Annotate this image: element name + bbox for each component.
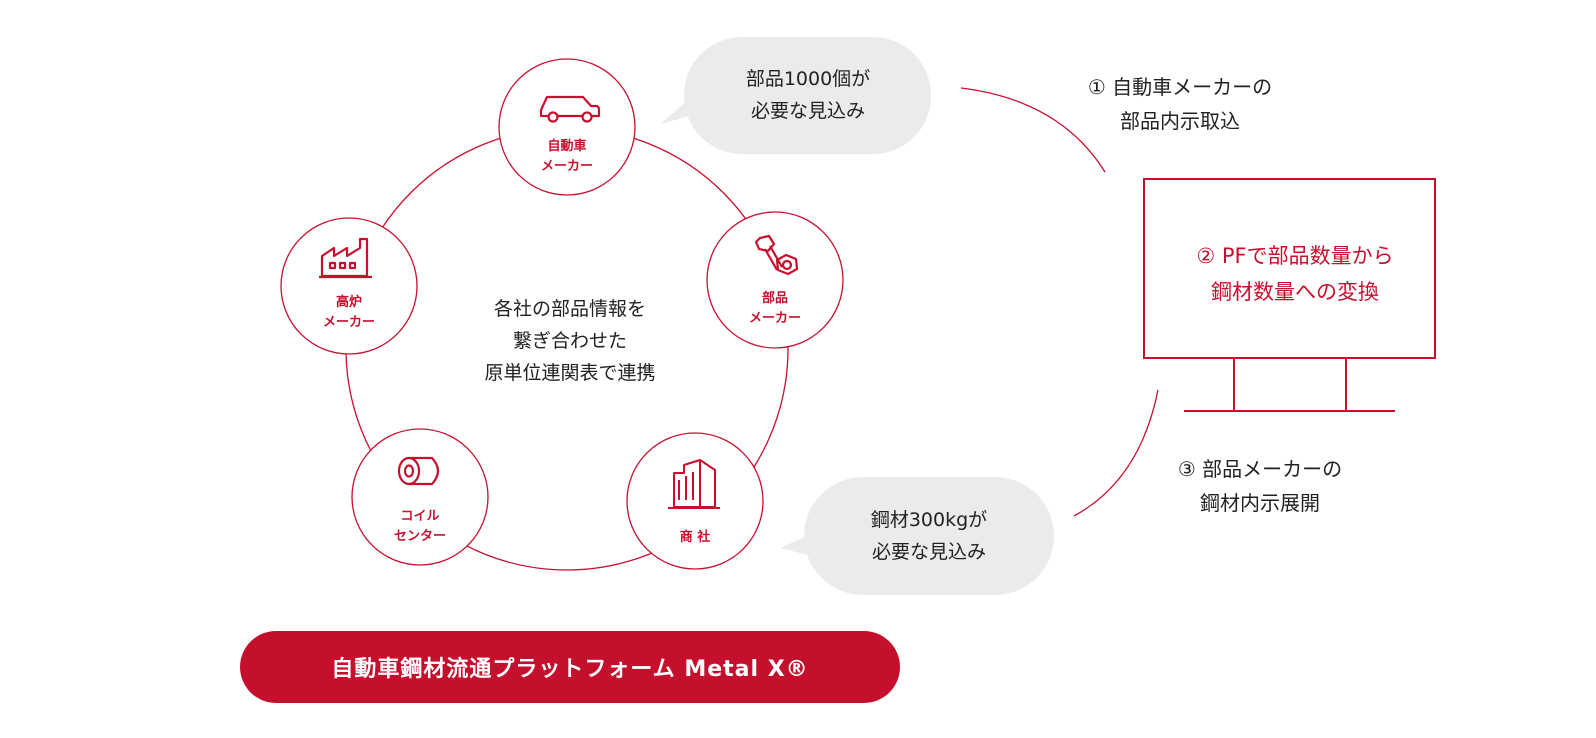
step1-text: ① 自動車メーカーの 部品内示取込 bbox=[1030, 70, 1330, 138]
node-auto-circle bbox=[498, 58, 636, 196]
flow-arc-top bbox=[960, 87, 1106, 173]
center-line2: 繋ぎ合わせた bbox=[512, 330, 627, 352]
node-trader-circle bbox=[626, 432, 764, 570]
step1-line2: 部品内示取込 bbox=[1120, 109, 1240, 133]
bubble-bottom bbox=[780, 477, 1054, 595]
factory-icon bbox=[319, 237, 372, 279]
bubble-bottom-line1: 鋼材300kgが bbox=[870, 509, 988, 531]
node-auto-line1: 自動車 bbox=[547, 139, 587, 154]
building-icon bbox=[668, 459, 720, 509]
bolt-nut-icon bbox=[754, 234, 799, 276]
step3-line1: ③ 部品メーカーの bbox=[1177, 457, 1343, 481]
flow-arc-bottom bbox=[1073, 389, 1159, 517]
node-trader-label: 商 社 bbox=[645, 528, 745, 548]
bubble-bottom-text: 鋼材300kgが 必要な見込み bbox=[814, 504, 1044, 568]
step2-line1: ② PFで部品数量から bbox=[1196, 244, 1394, 268]
bubble-bottom-line2: 必要な見込み bbox=[871, 541, 986, 563]
bubble-top-text: 部品1000個が 必要な見込み bbox=[694, 63, 922, 127]
node-blast-line2: メーカー bbox=[322, 315, 375, 330]
node-coil-line2: センター bbox=[393, 529, 446, 544]
bubble-top-line1: 部品1000個が bbox=[745, 68, 871, 90]
node-coil-label: コイル センター bbox=[370, 507, 470, 547]
center-description: 各社の部品情報を 繋ぎ合わせた 原単位連関表で連携 bbox=[440, 293, 700, 389]
node-auto-label: 自動車 メーカー bbox=[517, 137, 617, 177]
step1-line1: ① 自動車メーカーの bbox=[1087, 75, 1273, 99]
car-icon bbox=[539, 95, 601, 123]
node-coil-line1: コイル bbox=[400, 509, 440, 524]
node-blast-line1: 高炉 bbox=[335, 295, 362, 310]
step3-text: ③ 部品メーカーの 鋼材内示展開 bbox=[1110, 452, 1410, 520]
node-trader-line1: 商 社 bbox=[679, 530, 711, 545]
bubble-top bbox=[660, 37, 931, 154]
center-line1: 各社の部品情報を bbox=[493, 298, 646, 320]
node-coil-circle bbox=[351, 428, 489, 566]
node-parts-line2: メーカー bbox=[748, 311, 801, 326]
node-blast-label: 高炉 メーカー bbox=[299, 293, 399, 333]
node-parts-label: 部品 メーカー bbox=[725, 289, 825, 329]
coil-icon bbox=[397, 456, 440, 486]
step2-line2: 鋼材数量への変換 bbox=[1211, 280, 1379, 304]
center-line3: 原単位連関表で連携 bbox=[484, 362, 656, 384]
node-blast-circle bbox=[280, 217, 418, 355]
platform-banner: 自動車鋼材流通プラットフォーム Metal X® bbox=[240, 631, 900, 703]
step2-text: ② PFで部品数量から 鋼材数量への変換 bbox=[1165, 238, 1425, 310]
node-auto-line2: メーカー bbox=[540, 159, 593, 174]
node-parts-line1: 部品 bbox=[761, 291, 788, 306]
bubble-top-line2: 必要な見込み bbox=[750, 100, 865, 122]
platform-banner-label: 自動車鋼材流通プラットフォーム Metal X® bbox=[331, 657, 809, 682]
node-parts-circle bbox=[706, 211, 844, 349]
monitor-icon bbox=[1143, 178, 1436, 412]
step3-line2: 鋼材内示展開 bbox=[1200, 491, 1320, 515]
